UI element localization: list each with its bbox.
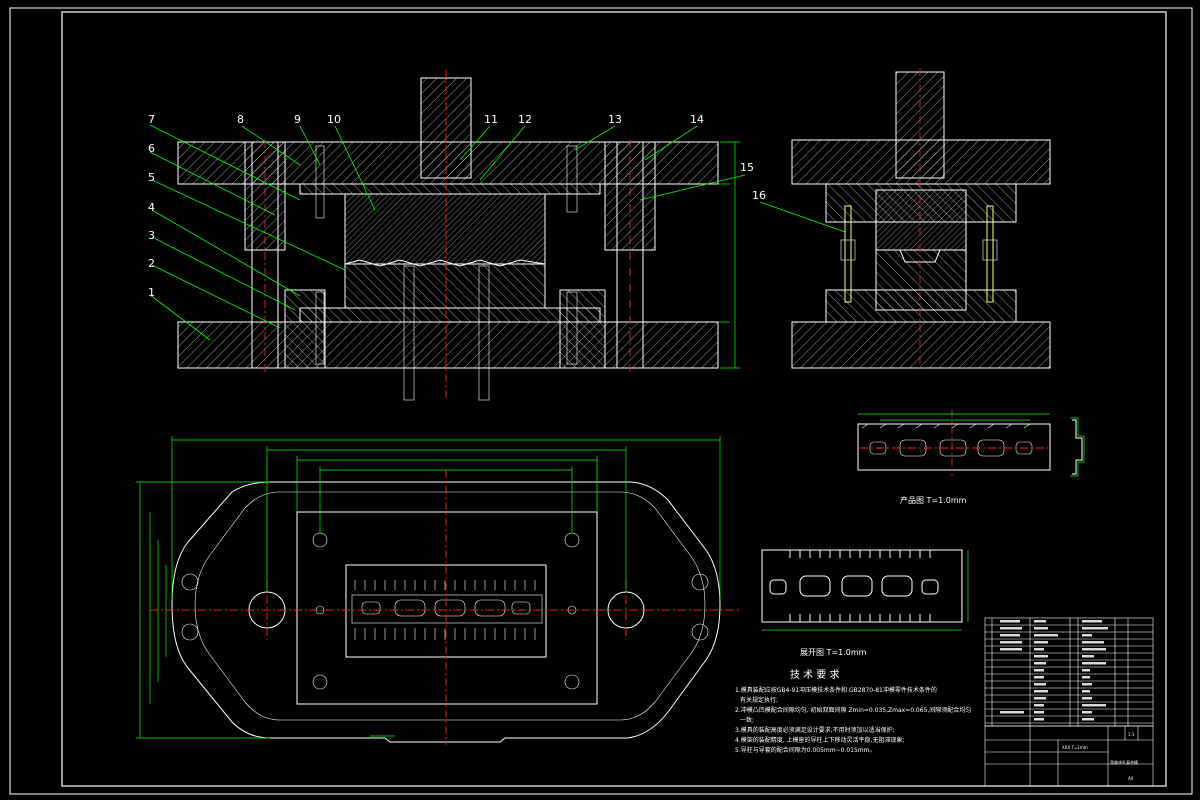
tech-requirement-line: 3.模具的装配高度必须满足设计要求,不用时须加以适当保护; <box>735 726 895 734</box>
part-number-11: 11 <box>484 113 498 126</box>
part-name: 弯曲冲孔复合模 <box>1110 759 1138 765</box>
part-number-3: 3 <box>148 229 155 242</box>
part-number-12: 12 <box>518 113 532 126</box>
part-number-1: 1 <box>148 286 155 299</box>
drawing-frame <box>9 7 1193 795</box>
part-number-13: 13 <box>608 113 622 126</box>
product-caption: 产品图 T=1.0mm <box>900 495 967 505</box>
tech-requirement-line: 一致; <box>740 716 754 724</box>
part-number-8: 8 <box>237 113 244 126</box>
material-note: XXX T=1mm <box>1062 745 1088 750</box>
part-number-15: 15 <box>740 161 754 174</box>
tech-requirements: 技 术 要 求 1.模具装配应按GB4-91冲压模技术条件和 GB2870-81… <box>735 668 971 754</box>
parts-list-text <box>1000 620 1108 721</box>
part-number-5: 5 <box>148 171 155 184</box>
title-block-text: XXX T=1mm 1:1 弯曲冲孔复合模 A0 <box>1062 732 1138 781</box>
product-view: 产品图 T=1.0mm <box>857 410 1085 505</box>
tech-requirement-line: 5.导柱与导套的配合间隙为0.005mm~0.015mm。 <box>735 746 876 754</box>
part-number-14: 14 <box>690 113 704 126</box>
part-leaders <box>149 124 846 341</box>
sheet-code: A0 <box>1128 776 1134 781</box>
tech-requirement-line: 2.冲模凸凹模配合间隙均匀, 初始双面间隙 Zmin=0.035,Zmax=0.… <box>735 706 971 714</box>
main-section-view <box>177 70 740 401</box>
part-number-4: 4 <box>148 201 155 214</box>
tech-requirement-line: 4.模架的装配精度, 上模座的导柱上下移动灵活平稳,无阻滞现象; <box>735 736 904 744</box>
scale-note: 1:1 <box>1128 732 1135 737</box>
side-section-view <box>791 68 1051 372</box>
part-number-2: 2 <box>148 257 155 270</box>
title-block <box>984 725 1154 787</box>
plan-view <box>136 436 740 745</box>
part-number-labels: 1 2 3 4 5 6 7 8 9 10 11 12 13 14 15 16 <box>148 113 766 299</box>
part-number-7: 7 <box>148 113 155 126</box>
part-number-6: 6 <box>148 142 155 155</box>
tech-requirement-line: 1.模具装配应按GB4-91冲压模技术条件和 GB2870-81冲模零件技术条件… <box>735 686 937 694</box>
tech-requirement-line: 有关规定执行; <box>740 696 778 704</box>
part-number-9: 9 <box>294 113 301 126</box>
part-number-10: 10 <box>327 113 341 126</box>
tech-requirements-title: 技 术 要 求 <box>790 668 840 681</box>
blank-caption: 展开图 T=1.0mm <box>800 648 867 657</box>
blank-view: 展开图 T=1.0mm <box>761 549 969 657</box>
part-number-16: 16 <box>752 189 766 202</box>
